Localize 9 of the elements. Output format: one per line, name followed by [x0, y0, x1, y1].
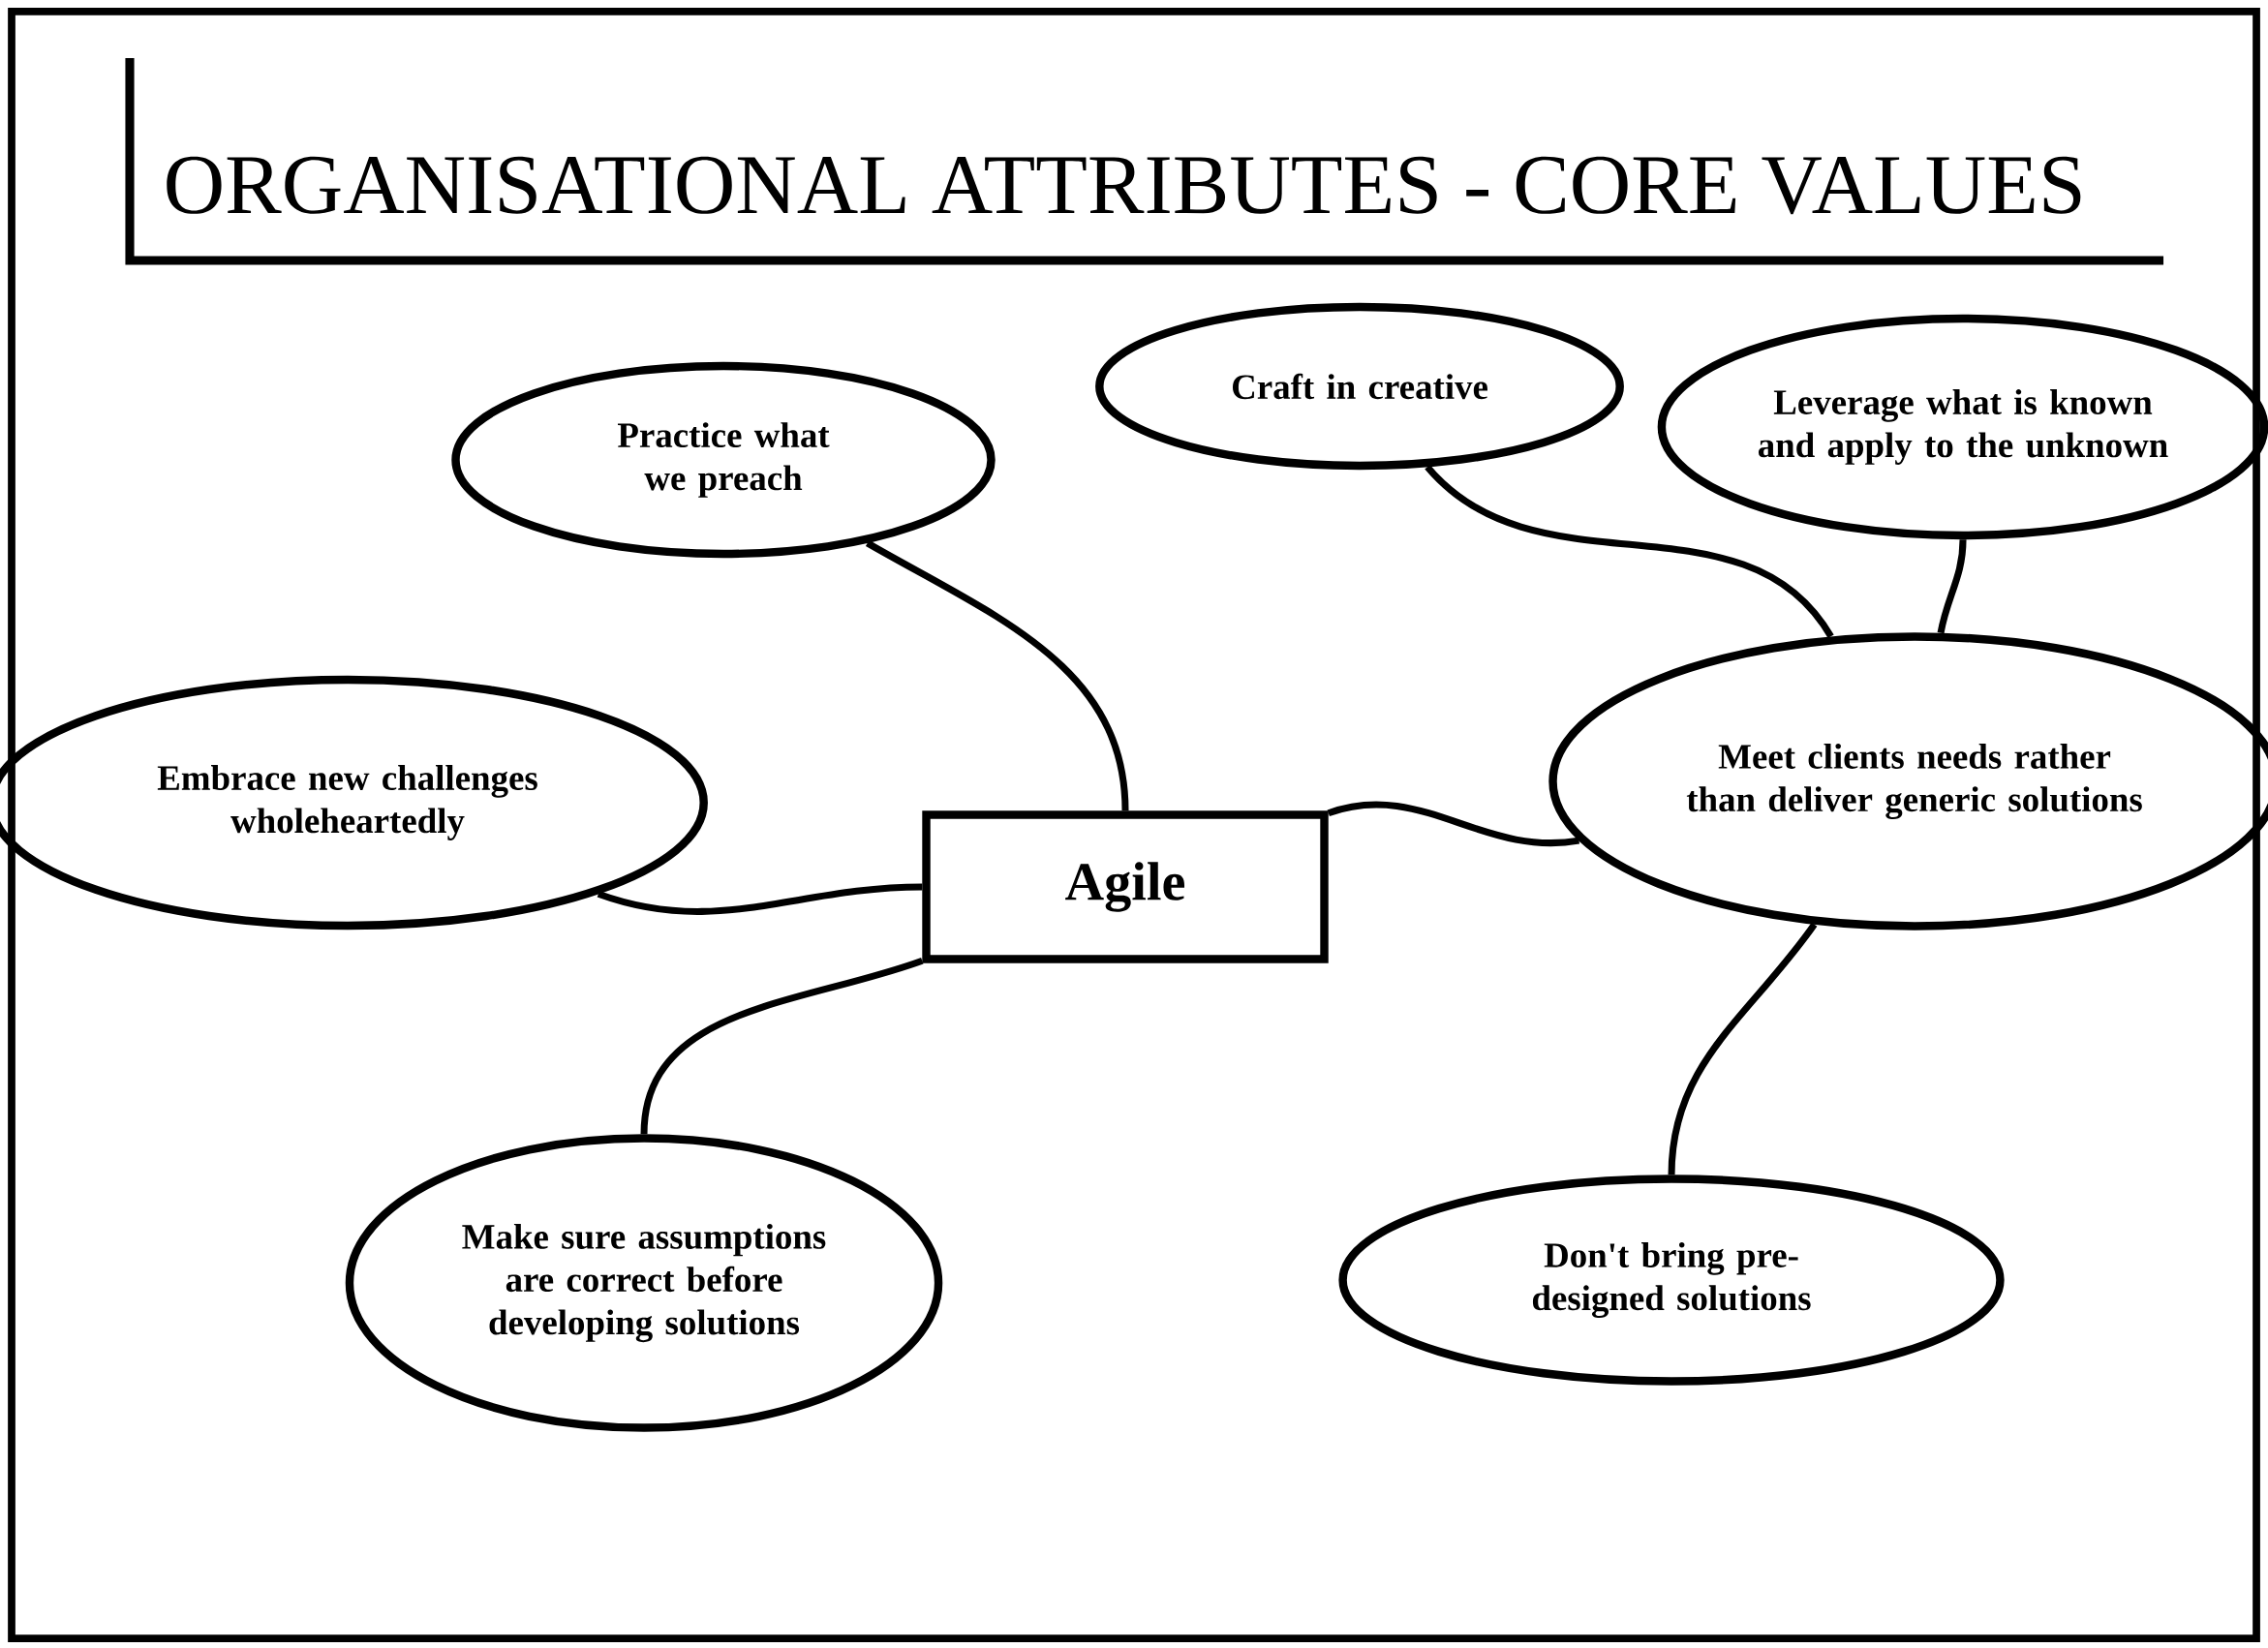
connector-line: [865, 539, 1129, 811]
title: ORGANISATIONAL ATTRIBUTES - CORE VALUES: [167, 156, 2081, 215]
connector-line: [1937, 539, 1967, 634]
connector-line: [1327, 801, 1579, 847]
center-box: Agile: [922, 810, 1329, 963]
connector-line: [1668, 922, 1818, 1175]
connector-line: [640, 957, 924, 1135]
connector-line: [1425, 464, 1834, 639]
connector-line: [597, 883, 923, 915]
